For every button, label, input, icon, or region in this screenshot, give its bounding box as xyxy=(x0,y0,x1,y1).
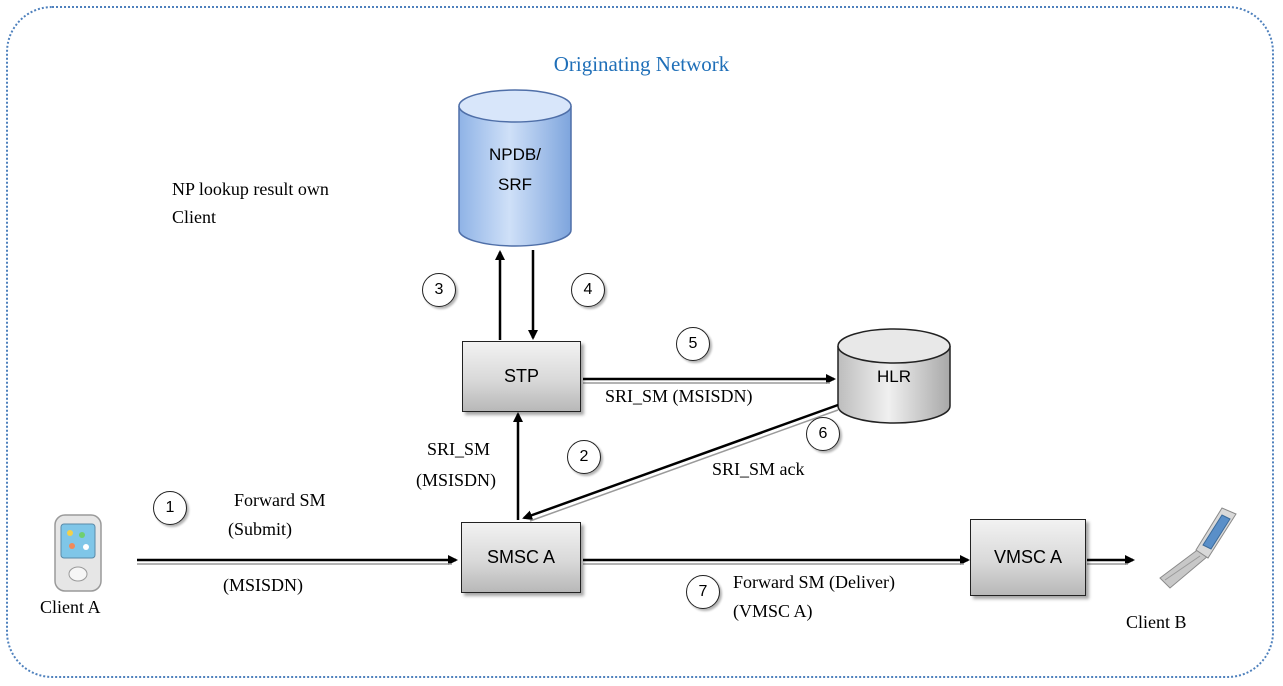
step-1-marker: 1 xyxy=(153,491,187,525)
npdb-label-line-1: NPDB/ xyxy=(489,145,541,164)
arrow-hlr-to-smsc xyxy=(522,403,839,520)
label-submit: (Submit) xyxy=(228,519,293,539)
hlr-label: HLR xyxy=(876,367,911,386)
note-line-2: Client xyxy=(172,207,216,227)
step-7-marker: 7 xyxy=(686,575,720,609)
label-sri-sm-ack: SRI_SM ack xyxy=(712,459,805,479)
client-b-phone-icon xyxy=(1159,507,1237,589)
label-sri-sm: SRI_SM xyxy=(427,439,491,459)
npdb-label-line-2: SRF xyxy=(498,175,532,194)
step-5-marker: 5 xyxy=(676,327,710,361)
label-vmsc-a-paren: (VMSC A) xyxy=(733,601,813,621)
client-a-phone-icon xyxy=(54,514,102,592)
network-frame xyxy=(6,6,1274,678)
note-line-1: NP lookup result own xyxy=(172,179,329,199)
diagram-title: Originating Network xyxy=(553,52,730,76)
label-forward-sm-deliver: Forward SM (Deliver) xyxy=(733,572,895,592)
step-3-marker: 3 xyxy=(422,273,456,307)
label-sri-sm-msisdn-paren: (MSISDN) xyxy=(416,470,497,490)
client-b-label: Client B xyxy=(1126,612,1187,632)
label-sri-sm-msisdn: SRI_SM (MSISDN) xyxy=(605,386,753,406)
vmsc-a-node: VMSC A xyxy=(970,519,1086,596)
hlr-cylinder xyxy=(837,328,951,424)
smsc-a-node: SMSC A xyxy=(461,522,581,593)
client-a-label: Client A xyxy=(40,597,101,617)
npdb-label: NPDB/ SRF xyxy=(459,140,571,200)
step-2-marker: 2 xyxy=(567,440,601,474)
label-forward-sm: Forward SM xyxy=(234,490,326,510)
step-6-marker: 6 xyxy=(806,417,840,451)
stp-node: STP xyxy=(462,341,581,412)
step-4-marker: 4 xyxy=(571,273,605,307)
npdb-cylinder xyxy=(458,89,572,247)
label-msisdn: (MSISDN) xyxy=(223,575,304,595)
